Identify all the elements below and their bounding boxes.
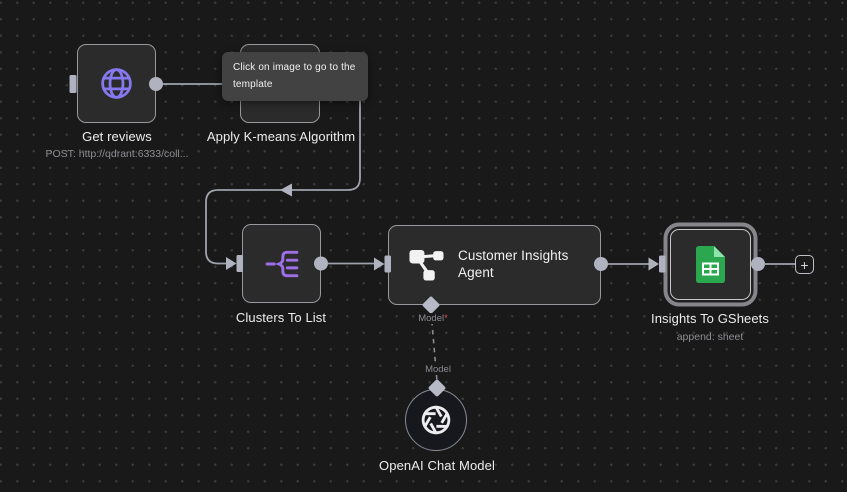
- template-tooltip: Click on image to go to the template: [222, 52, 368, 101]
- arrowhead-left: [280, 183, 292, 197]
- openai-logo-icon: [421, 405, 451, 435]
- openai-model-port-label: Model: [423, 364, 453, 375]
- node-title-clusters-to-list: Clusters To List: [235, 310, 327, 325]
- node-customer-insights-agent[interactable]: Customer Insights Agent: [388, 225, 601, 305]
- arrowhead-into-agent: [374, 257, 385, 271]
- required-marker: *: [444, 313, 448, 324]
- node-subtitle-get-reviews: POST: http://qdrant:6333/coll...: [45, 148, 189, 160]
- input-port-gsheets[interactable]: [659, 255, 666, 273]
- input-port-get-reviews[interactable]: [69, 75, 77, 93]
- node-title-insights-to-gsheets: Insights To GSheets: [650, 311, 770, 326]
- agent-title-line2: Agent: [458, 265, 494, 280]
- node-clusters-to-list[interactable]: [242, 224, 321, 303]
- agent-nodes-icon: [409, 249, 444, 280]
- node-title-get-reviews: Get reviews: [82, 129, 152, 144]
- node-subtitle-insights-to-gsheets: append: sheet: [676, 331, 744, 343]
- tooltip-text: Click on image to go to the template: [233, 62, 356, 90]
- arrowhead-into-gsheets: [648, 257, 659, 271]
- google-sheets-icon: [696, 246, 725, 283]
- agent-title-line1: Customer Insights: [458, 248, 569, 264]
- globe-icon: [101, 68, 132, 99]
- split-out-icon: [265, 250, 298, 277]
- node-insights-to-gsheets[interactable]: [670, 229, 751, 300]
- node-title-openai-chat-model: OpenAI Chat Model: [379, 458, 495, 473]
- plus-icon: +: [800, 256, 809, 273]
- add-node-plus-button[interactable]: +: [795, 255, 814, 274]
- node-get-reviews[interactable]: [77, 44, 156, 123]
- node-openai-chat-model[interactable]: [405, 389, 467, 451]
- agent-model-port-label: Model*: [416, 313, 450, 324]
- arrowhead-into-clusters: [226, 257, 237, 270]
- output-port-gsheets[interactable]: [751, 257, 765, 271]
- node-title-apply-kmeans: Apply K-means Algorithm: [206, 129, 356, 144]
